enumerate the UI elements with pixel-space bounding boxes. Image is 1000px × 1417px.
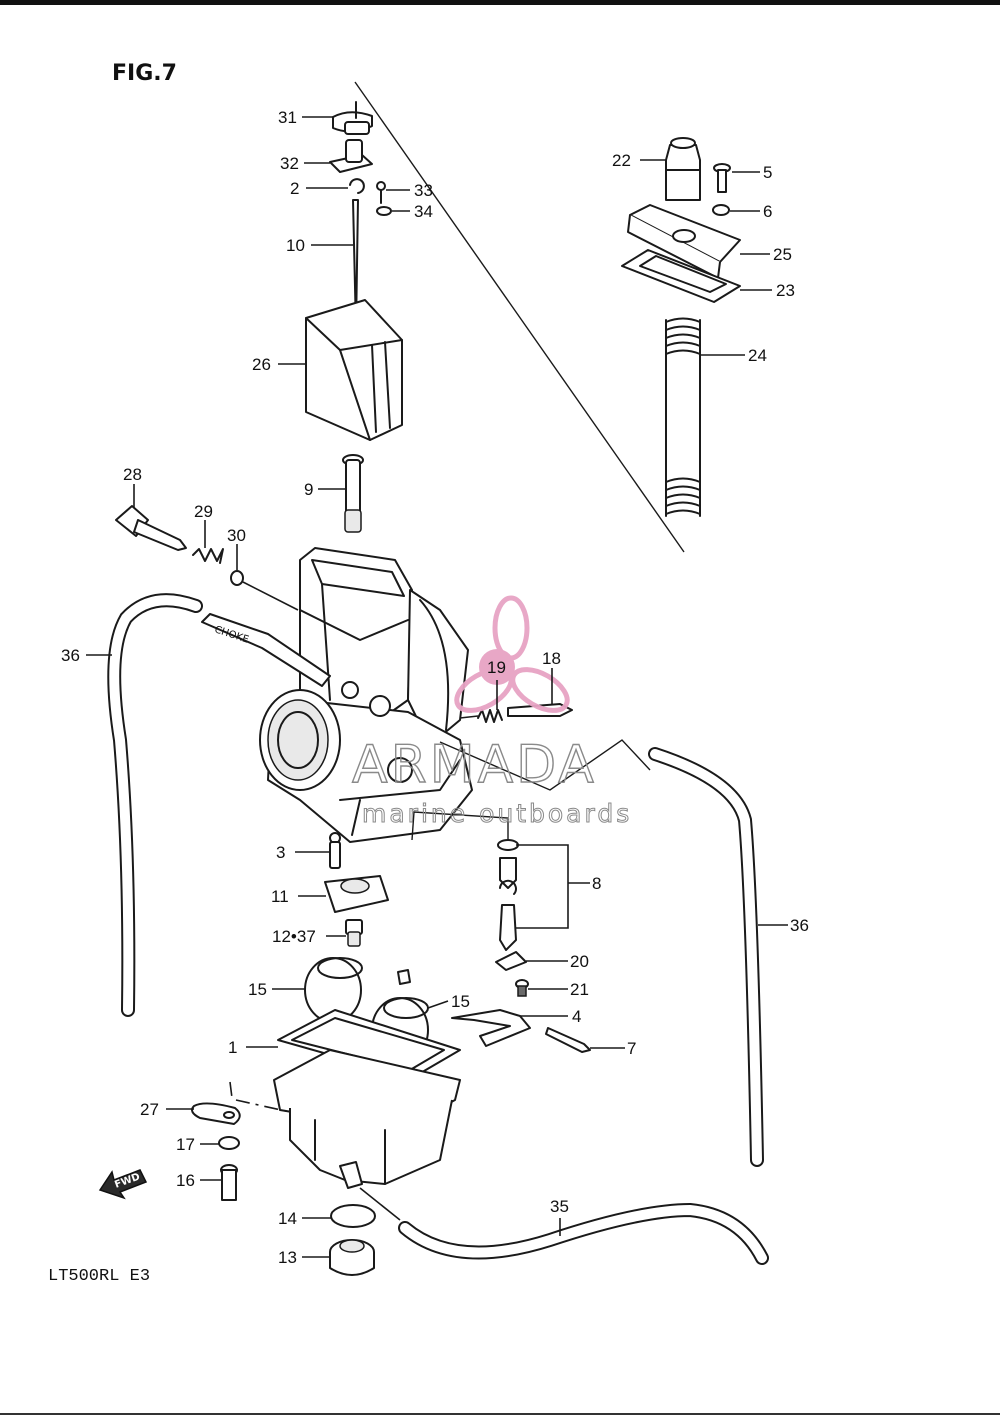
callout-6: 6 (763, 202, 772, 221)
part-9-needle-jet (342, 454, 364, 533)
assembly-line-valve (411, 811, 509, 841)
callout-16: 16 (176, 1171, 195, 1190)
part-11-needle-seat (324, 875, 389, 913)
leader-chamber-hose (359, 1187, 401, 1221)
callout-1: 1 (228, 1038, 237, 1057)
callout-26: 26 (252, 355, 271, 374)
callout-9: 9 (304, 480, 313, 499)
part-27-bracket (191, 1102, 241, 1125)
part-1-float-chamber (273, 1009, 461, 1189)
callout-23: 23 (776, 281, 795, 300)
callout-32: 32 (280, 154, 299, 173)
leader-27-chamber (229, 1081, 291, 1113)
part-33-screw (376, 181, 386, 204)
callout-24: 24 (748, 346, 767, 365)
part-16-bolt (220, 1164, 238, 1201)
part-20-clip (495, 951, 527, 971)
part-34-washer (376, 206, 392, 216)
callout-12-37: 12•37 (272, 927, 316, 946)
forward-arrow-icon: FWD (98, 1169, 148, 1200)
part-25-top-cover (627, 204, 741, 279)
callout-25: 25 (773, 245, 792, 264)
assembly-line-right (439, 739, 651, 791)
part-8-float-valve (497, 839, 569, 951)
callout-18: 18 (542, 649, 561, 668)
part-30-o-ring (230, 570, 244, 586)
armada-watermark: ARMADA marine outboards (351, 595, 632, 829)
leader-19-body (459, 715, 479, 719)
callout-21: 21 (570, 980, 589, 999)
part-17-washer (218, 1136, 240, 1150)
armada-propeller-logo (454, 595, 570, 713)
part-31-cap (332, 101, 373, 135)
callout-8: 8 (592, 874, 601, 893)
part-21-screw (515, 979, 529, 997)
callout-20: 20 (570, 952, 589, 971)
callout-leaders (86, 116, 788, 1258)
part-26-throttle-valve (305, 299, 403, 441)
leader-30-body (242, 581, 299, 611)
callout-19: 19 (487, 658, 506, 677)
part-5-screw (713, 163, 731, 193)
callout-3: 3 (276, 843, 285, 862)
part-2-e-clip (349, 178, 365, 194)
callout-14: 14 (278, 1209, 297, 1228)
callout-36-right: 36 (790, 916, 809, 935)
callout-29: 29 (194, 502, 213, 521)
part-10-jet-needle (352, 199, 359, 331)
part-14-o-ring (330, 1204, 376, 1228)
callout-15-left: 15 (248, 980, 267, 999)
callout-33: 33 (414, 181, 433, 200)
part-3-pilot-jet (329, 832, 341, 869)
part-23-gasket (621, 249, 741, 303)
callout-31: 31 (278, 108, 297, 127)
callout-36-left: 36 (61, 646, 80, 665)
callout-17: 17 (176, 1135, 195, 1154)
callout-labels: 31 32 2 33 34 10 26 9 28 29 30 36 19 18 … (61, 108, 809, 1267)
part-32-holder (329, 139, 373, 173)
figure-title: FIG.7 (112, 61, 177, 86)
callout-28: 28 (123, 465, 142, 484)
callout-34: 34 (414, 202, 433, 221)
callout-27: 27 (140, 1100, 159, 1119)
callout-15-right: 15 (451, 992, 470, 1011)
part-6-washer (712, 204, 730, 216)
part-29-spring (192, 548, 224, 564)
part-7-float-pin (545, 1027, 591, 1053)
callout-4: 4 (572, 1007, 581, 1026)
part-19-spring (477, 709, 503, 723)
assembly-line-top (354, 81, 685, 553)
watermark-brand: ARMADA (352, 735, 597, 795)
part-4-bracket (451, 1009, 531, 1047)
callout-11: 11 (271, 887, 289, 906)
callout-30: 30 (227, 526, 246, 545)
part-15-float-left (304, 957, 363, 1023)
callout-2: 2 (290, 179, 299, 198)
part-24-spring-pipe (665, 317, 701, 517)
callout-10: 10 (286, 236, 305, 255)
part-12-37-main-jet (345, 919, 363, 947)
watermark-tagline: marine outboards (362, 799, 632, 828)
callout-35: 35 (550, 1197, 569, 1216)
part-22-cap (665, 137, 701, 201)
callout-7: 7 (627, 1039, 636, 1058)
model-code: LT500RL E3 (48, 1267, 150, 1286)
callout-22: 22 (612, 151, 631, 170)
part-28-idle-screw (115, 505, 187, 551)
part-13-drain-plug (329, 1239, 375, 1276)
carburetor-body (259, 547, 473, 843)
callout-5: 5 (763, 163, 772, 182)
callout-13: 13 (278, 1248, 297, 1267)
